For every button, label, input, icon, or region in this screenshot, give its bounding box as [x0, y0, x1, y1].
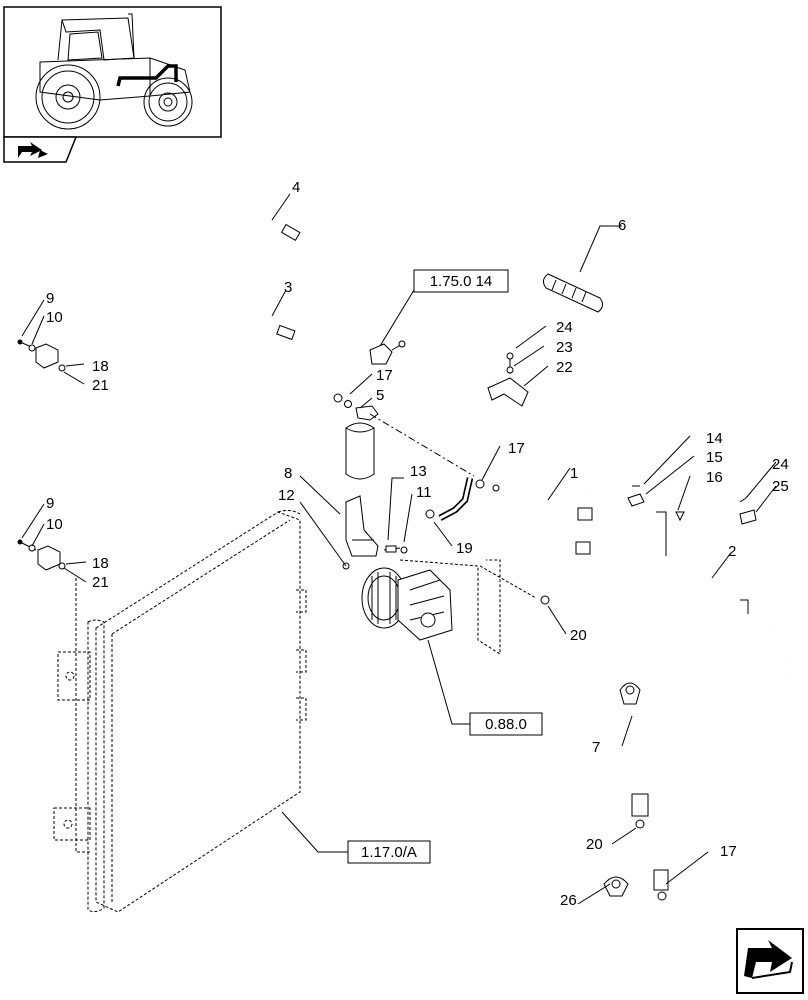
label-18b: 18 [92, 555, 109, 572]
svg-text:0.88.0: 0.88.0 [485, 716, 527, 733]
reference-box-1-17-0-a[interactable]: 1.17.0/A [347, 840, 431, 864]
label-3: 3 [284, 279, 292, 296]
label-23: 23 [556, 339, 573, 356]
label-26: 26 [560, 892, 577, 909]
label-17b: 17 [508, 440, 525, 457]
condenser-reference [53, 509, 307, 913]
hose-lower-pair [631, 622, 792, 901]
next-page-arrow-icon[interactable] [736, 928, 804, 994]
label-19: 19 [456, 540, 473, 557]
label-10a: 10 [46, 309, 63, 326]
clamp-lower-left [17, 539, 66, 571]
label-9a: 9 [46, 290, 54, 307]
label-20b: 20 [586, 836, 603, 853]
label-15: 15 [706, 449, 723, 466]
hose-route-highlight [116, 64, 178, 87]
reference-box-1-75-0-14[interactable]: 1.75.0 14 [413, 269, 509, 293]
pressure-switch [369, 340, 406, 365]
label-5: 5 [376, 387, 384, 404]
label-2: 2 [728, 543, 736, 560]
bracket-8 [342, 495, 408, 570]
label-18a: 18 [92, 358, 109, 375]
label-16: 16 [706, 469, 723, 486]
label-17c: 17 [720, 843, 737, 860]
clamp-upper-left [17, 339, 66, 372]
clamp-7 [619, 682, 641, 705]
label-9b: 9 [46, 495, 54, 512]
label-20a: 20 [570, 627, 587, 644]
hose-1 [492, 484, 769, 646]
label-22: 22 [556, 359, 573, 376]
label-24a: 24 [556, 319, 573, 336]
label-12: 12 [278, 487, 295, 504]
hose-2 [589, 490, 772, 632]
label-25: 25 [772, 478, 789, 495]
label-1: 1 [570, 465, 578, 482]
tractor-thumbnail[interactable] [3, 6, 222, 163]
receiver-drier [333, 393, 475, 480]
fittings-17-19 [425, 477, 485, 521]
label-4: 4 [292, 179, 300, 196]
label-7: 7 [592, 739, 600, 756]
small-parts-right [627, 485, 757, 525]
clamp-26 [603, 876, 629, 897]
svg-text:1.75.0 14: 1.75.0 14 [430, 273, 493, 290]
label-24b: 24 [772, 456, 789, 473]
label-14: 14 [706, 430, 723, 447]
label-8: 8 [284, 465, 292, 482]
protective-sleeve-6 [542, 273, 604, 313]
tractor-icon [35, 13, 193, 130]
label-17a: 17 [376, 367, 393, 384]
compressor [361, 559, 537, 655]
label-11: 11 [416, 484, 432, 501]
label-10b: 10 [46, 516, 63, 533]
bracket-22 [487, 352, 529, 407]
hose-4 [55, 210, 472, 479]
reference-box-0-88-0[interactable]: 0.88.0 [469, 712, 543, 736]
navigation-arrow-icon[interactable] [18, 142, 48, 158]
part-labels: 1 2 3 4 5 6 7 8 9 10 18 21 9 10 18 21 11… [46, 179, 789, 909]
leader-lines [21, 193, 777, 905]
label-21b: 21 [92, 574, 109, 591]
hose-3 [61, 314, 338, 550]
label-6: 6 [618, 217, 626, 234]
label-13: 13 [410, 463, 427, 480]
svg-text:1.17.0/A: 1.17.0/A [361, 844, 417, 861]
label-21a: 21 [92, 377, 109, 394]
